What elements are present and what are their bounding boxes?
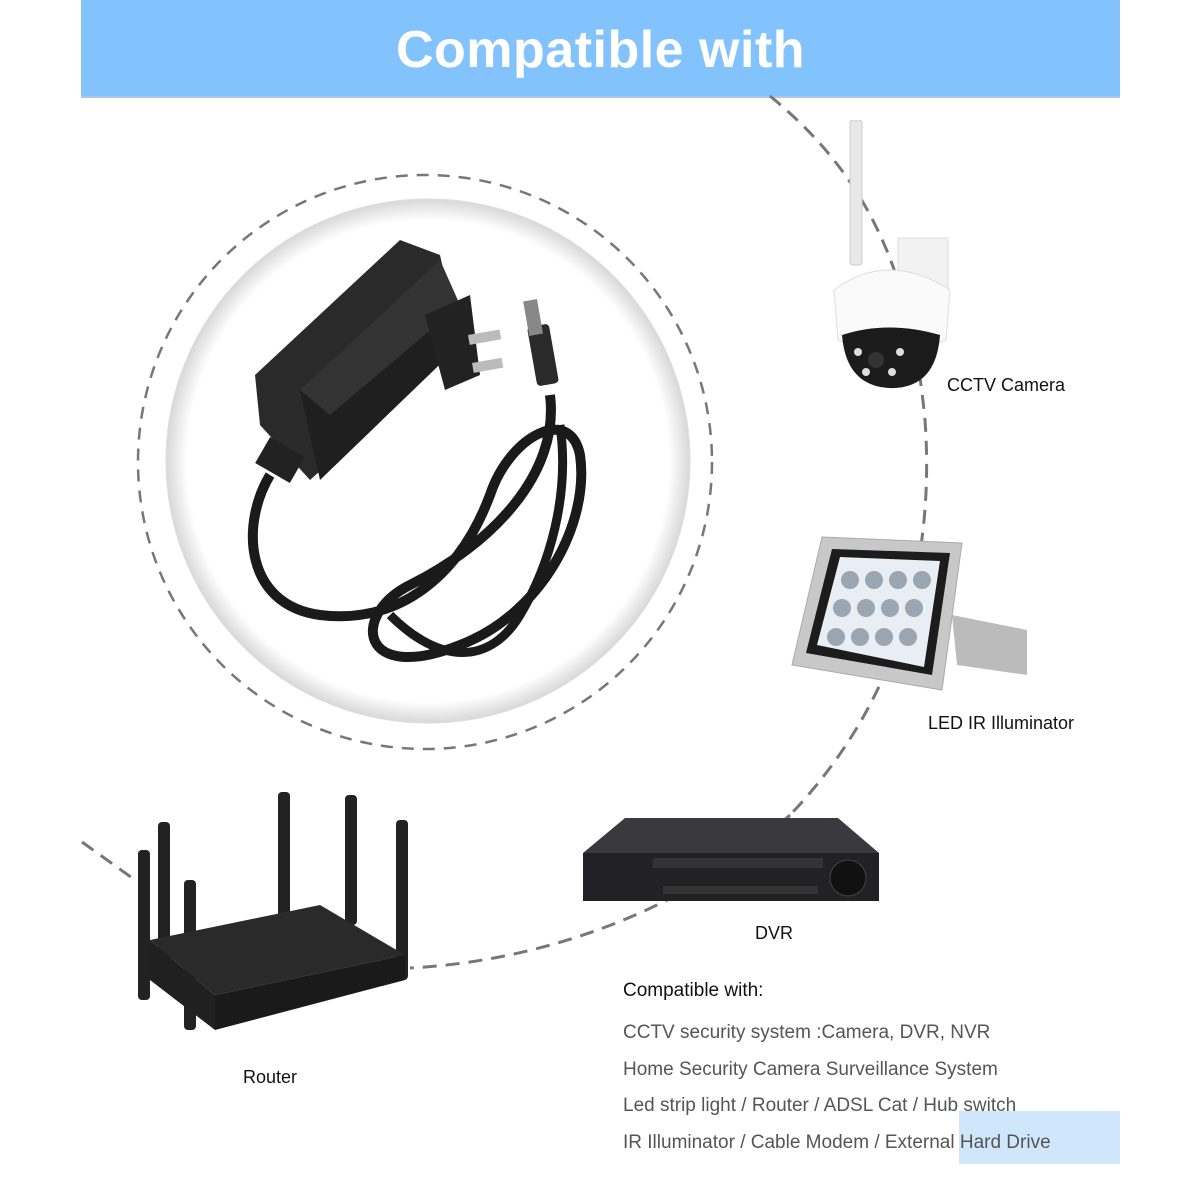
header-banner: Compatible with [81,0,1120,98]
compatibility-item: Home Security Camera Surveillance System [623,1058,998,1080]
ir-illuminator-image [791,536,1027,691]
compatibility-list: Compatible with: CCTV security system :C… [623,980,1051,1161]
compatibility-heading: Compatible with: [623,980,764,1001]
compatibility-item: Led strip light / Router / ADSL Cat / Hu… [623,1095,1017,1116]
page-title: Compatible with [395,21,806,79]
device-label-cctv: CCTV Camera [947,375,1066,395]
device-label-dvr: DVR [755,923,794,943]
device-label-router: Router [243,1067,298,1087]
power-adapter-image [165,198,691,724]
dvr-image [583,818,879,901]
cctv-camera-image [833,120,951,389]
compatibility-item: IR Illuminator / Cable Modem / External … [623,1131,1051,1153]
compatibility-item: CCTV security system :Camera, DVR, NVR [623,1022,991,1043]
router-image [138,792,408,1030]
device-label-ir: LED IR Illuminator [928,713,1075,733]
highlight-box [959,1111,1120,1164]
